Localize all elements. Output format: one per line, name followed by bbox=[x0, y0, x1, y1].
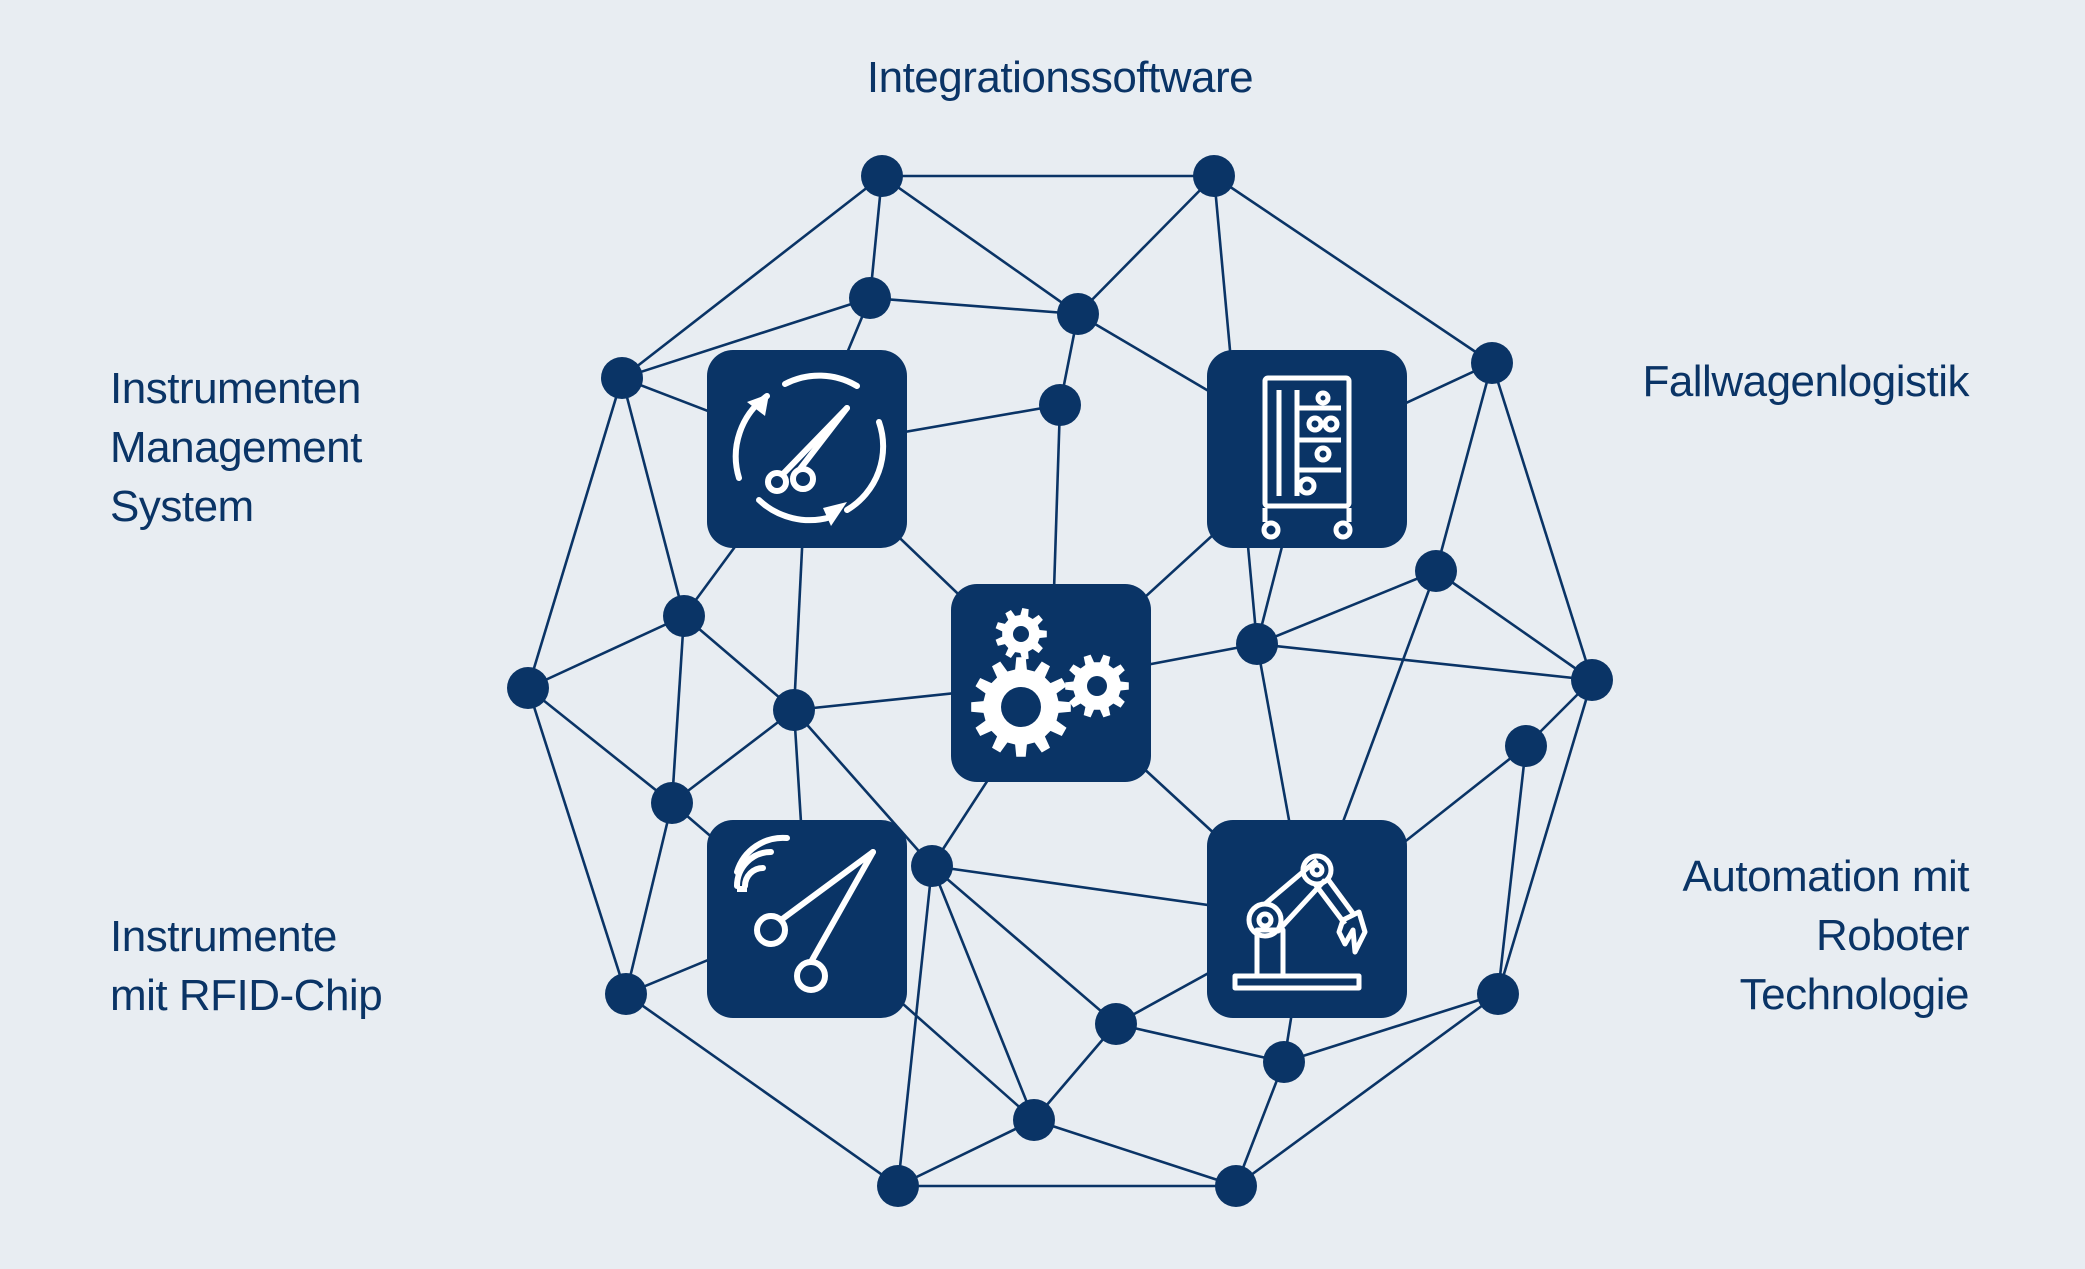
network-edge bbox=[869, 296, 1079, 316]
network-node bbox=[877, 1165, 919, 1207]
network-edge bbox=[1115, 1022, 1285, 1064]
rfid-scissors-icon bbox=[707, 820, 907, 1018]
network-edge bbox=[1077, 175, 1215, 315]
network-edge bbox=[1496, 679, 1594, 995]
network-node bbox=[911, 845, 953, 887]
label-line: Management bbox=[110, 423, 362, 472]
network-edge bbox=[1033, 1118, 1237, 1188]
network-edge bbox=[931, 865, 1117, 1025]
network-edge bbox=[526, 377, 624, 689]
network-edge bbox=[620, 377, 686, 617]
label-integrationssoftware: Integrationssoftware bbox=[866, 53, 1254, 102]
network-node bbox=[1039, 384, 1081, 426]
label-line: Technologie bbox=[1739, 970, 1970, 1019]
network-node bbox=[1193, 155, 1235, 197]
label-line: Instrumenten bbox=[110, 364, 361, 413]
network-node bbox=[1505, 725, 1547, 767]
network-edge bbox=[624, 802, 674, 995]
label-line: mit RFID-Chip bbox=[110, 971, 383, 1020]
network-edge bbox=[1256, 569, 1437, 646]
label-fallwagenlogistik: Fallwagenlogistik bbox=[1642, 357, 1969, 406]
network-node bbox=[601, 357, 643, 399]
network-edge bbox=[1283, 992, 1499, 1064]
label-instrumente-rfid: Instrumente mit RFID-Chip bbox=[110, 907, 383, 1025]
network-edge bbox=[1234, 1061, 1286, 1187]
network-edge bbox=[670, 615, 686, 804]
network-node bbox=[1263, 1041, 1305, 1083]
network-edge bbox=[1033, 1023, 1117, 1121]
network-node bbox=[1236, 623, 1278, 665]
network-node bbox=[1571, 659, 1613, 701]
robot-arm-icon bbox=[1207, 820, 1407, 1018]
label-line: Instrumente bbox=[110, 912, 337, 961]
network-edge bbox=[1235, 992, 1499, 1188]
network-node bbox=[1013, 1099, 1055, 1141]
network-edge bbox=[526, 687, 628, 995]
network-edge bbox=[1434, 362, 1494, 572]
network-edge bbox=[1496, 745, 1528, 995]
label-automation-roboter: Automation mit Roboter Technologie bbox=[1682, 847, 1970, 1024]
network-node bbox=[1477, 973, 1519, 1015]
label-line: Roboter bbox=[1815, 911, 1970, 960]
network-node bbox=[1471, 342, 1513, 384]
network-edge bbox=[621, 174, 883, 380]
network-edge bbox=[881, 174, 1079, 316]
network-edge bbox=[1256, 642, 1593, 682]
network-edge bbox=[625, 992, 899, 1188]
network-node bbox=[849, 277, 891, 319]
case-cart-icon bbox=[1207, 350, 1407, 548]
network-node bbox=[651, 782, 693, 824]
network-edge bbox=[1213, 174, 1493, 365]
network-node bbox=[1057, 293, 1099, 335]
network-edge bbox=[621, 296, 871, 380]
network-edge bbox=[897, 1118, 1035, 1188]
network-edge bbox=[793, 709, 933, 867]
label-line: Automation mit bbox=[1682, 852, 1970, 901]
network-node bbox=[1415, 550, 1457, 592]
network-node bbox=[1095, 1003, 1137, 1045]
network-node bbox=[861, 155, 903, 197]
network-edge bbox=[527, 614, 685, 690]
network-edge bbox=[527, 686, 673, 805]
network-node bbox=[663, 595, 705, 637]
network-edge bbox=[896, 865, 934, 1187]
network-node bbox=[773, 689, 815, 731]
network-edge bbox=[930, 865, 1036, 1121]
gears-icon bbox=[951, 584, 1151, 782]
network-node bbox=[605, 973, 647, 1015]
network-edge bbox=[671, 708, 795, 805]
scissors-cycle-icon bbox=[707, 350, 907, 548]
label-instrumenten-management-system: Instrumenten Management System bbox=[110, 359, 362, 536]
network-nodes bbox=[507, 155, 1613, 1207]
network-edge bbox=[683, 615, 795, 711]
network-node bbox=[1215, 1165, 1257, 1207]
label-line: System bbox=[110, 482, 254, 531]
network-node bbox=[507, 667, 549, 709]
network-edge bbox=[1435, 569, 1593, 682]
network-edge bbox=[1490, 362, 1594, 681]
